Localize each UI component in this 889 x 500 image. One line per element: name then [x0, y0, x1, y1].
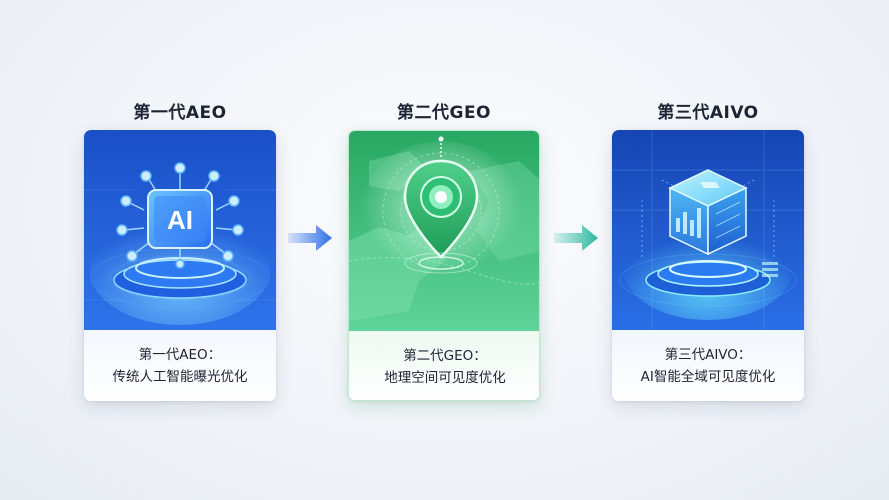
card-aeo-caption-line1: 第一代AEO：	[138, 346, 222, 363]
card-aivo-caption: 第三代AIVO： AI智能全域可见度优化	[612, 330, 804, 401]
ai-badge-text: AI	[167, 205, 193, 235]
card-aivo: 第三代AIVO： AI智能全域可见度优化	[612, 130, 804, 401]
card-aivo-caption-line1: 第三代AIVO：	[664, 346, 752, 363]
map-pin-icon	[349, 131, 539, 331]
ai-chip-icon: AI	[84, 130, 276, 330]
gen-title-aivo: 第三代AIVO	[657, 103, 759, 123]
card-geo-caption-line1: 第二代GEO：	[403, 347, 487, 364]
arrow-right-icon	[286, 222, 334, 254]
card-aeo-caption-line2: 传统人工智能曝光优化	[112, 368, 248, 385]
data-cube-icon	[612, 130, 804, 330]
gen-title-aeo: 第一代AEO	[133, 103, 227, 123]
gen-title-geo: 第二代GEO	[396, 103, 492, 123]
card-aeo: AI 第一代AEO： 传统人工智能曝光优化	[84, 130, 276, 401]
card-geo-art	[349, 131, 539, 331]
arrow-right-icon	[552, 222, 600, 254]
card-geo: 第二代GEO： 地理空间可见度优化	[348, 130, 540, 401]
card-geo-caption-line2: 地理空间可见度优化	[384, 369, 506, 386]
card-aeo-caption: 第一代AEO： 传统人工智能曝光优化	[84, 330, 276, 401]
card-geo-caption: 第二代GEO： 地理空间可见度优化	[349, 331, 539, 400]
card-aivo-art	[612, 130, 804, 330]
card-aivo-caption-line2: AI智能全域可见度优化	[640, 368, 776, 385]
card-aeo-art: AI	[84, 130, 276, 330]
